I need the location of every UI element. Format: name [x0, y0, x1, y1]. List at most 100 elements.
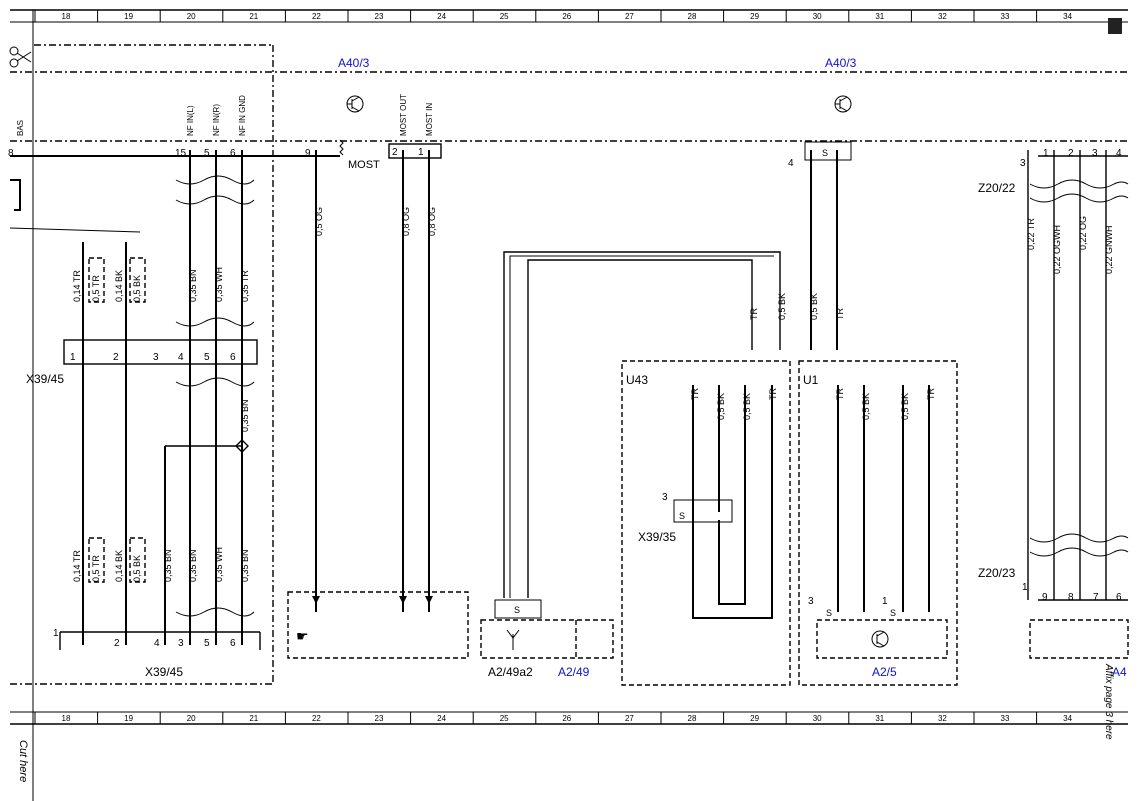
grid-number: 32 [938, 714, 947, 723]
svg-text:0,22 GNWH: 0,22 GNWH [1104, 225, 1114, 274]
svg-text:4: 4 [788, 158, 794, 169]
svg-text:9: 9 [1042, 592, 1048, 603]
svg-text:0,5 TR: 0,5 TR [91, 275, 101, 302]
a40-3-label-right: A40/3 [825, 56, 857, 70]
svg-text:0,5 BK: 0,5 BK [861, 393, 871, 420]
svg-text:0,8 OG: 0,8 OG [401, 207, 411, 236]
svg-text:9: 9 [305, 148, 311, 159]
svg-text:5: 5 [204, 148, 210, 159]
svg-text:6: 6 [230, 148, 236, 159]
svg-text:S: S [890, 608, 896, 618]
grid-number: 24 [437, 714, 446, 723]
pin-name-bas: BAS [16, 120, 25, 136]
grid-number: 29 [750, 714, 759, 723]
svg-text:0,35 BN: 0,35 BN [188, 549, 198, 582]
svg-text:1: 1 [70, 352, 76, 363]
svg-text:2: 2 [1068, 148, 1074, 159]
svg-text:0,35 WH: 0,35 WH [214, 547, 224, 582]
z20-22-label: Z20/22 [978, 181, 1016, 195]
svg-text:3: 3 [808, 596, 814, 607]
grid-number: 27 [625, 12, 634, 21]
grid-number: 34 [1063, 714, 1072, 723]
svg-text:0,14 TR: 0,14 TR [72, 550, 82, 582]
z20-23-label: Z20/23 [978, 566, 1016, 580]
svg-text:0,5 BK: 0,5 BK [777, 293, 787, 320]
svg-text:2: 2 [392, 147, 398, 158]
grid-number: 25 [500, 12, 509, 21]
svg-text:3: 3 [153, 352, 159, 363]
svg-text:S: S [514, 605, 520, 615]
svg-text:3: 3 [1020, 158, 1026, 169]
svg-text:7: 7 [1093, 592, 1099, 603]
svg-text:0,14 BK: 0,14 BK [114, 270, 124, 302]
left-harness [59, 150, 261, 650]
grid-number: 21 [249, 714, 258, 723]
svg-text:0,22 TR: 0,22 TR [1026, 218, 1036, 250]
transistor-icon [871, 630, 889, 648]
connector-x39-45-bottom: X39/45 [145, 665, 183, 679]
grid-number: 34 [1063, 12, 1072, 21]
grid-number: 33 [1001, 714, 1010, 723]
a4-label: A4 [1112, 665, 1127, 679]
grid-number: 23 [375, 714, 384, 723]
svg-text:6: 6 [230, 352, 236, 363]
grid-number: 30 [813, 714, 822, 723]
component-box [287, 591, 469, 659]
a40-3-label-left: A40/3 [338, 56, 370, 70]
svg-text:0,35 BN: 0,35 BN [163, 549, 173, 582]
svg-text:TR: TR [835, 308, 845, 320]
connector-x39-35: X39/35 [638, 530, 676, 544]
u43-label: U43 [626, 373, 648, 387]
svg-text:5: 5 [204, 352, 210, 363]
transistor-icon [834, 95, 852, 113]
corner-marker-icon [1108, 18, 1122, 34]
svg-text:TR: TR [749, 308, 759, 320]
svg-text:0,5 BK: 0,5 BK [809, 293, 819, 320]
grid-number: 29 [750, 12, 759, 21]
pin-name-nf-in-gnd: NF IN GND [238, 95, 247, 136]
svg-text:8: 8 [8, 148, 14, 159]
grid-number: 31 [875, 12, 884, 21]
svg-text:TR: TR [690, 388, 700, 400]
grid-number: 19 [124, 12, 133, 21]
grid-number: 21 [249, 12, 258, 21]
u1-label: U1 [803, 373, 819, 387]
affix-page-text: Affix page 3 here [1103, 663, 1114, 740]
grid-number: 25 [500, 714, 509, 723]
svg-text:S: S [822, 148, 828, 158]
svg-text:1: 1 [418, 147, 424, 158]
svg-text:3: 3 [662, 492, 668, 503]
grid-number: 31 [875, 714, 884, 723]
a2-49a2-label: A2/49a2 [488, 665, 533, 679]
u43-module [621, 360, 791, 686]
svg-text:6: 6 [230, 638, 236, 649]
hand-pointer-icon: ☛ [296, 628, 309, 644]
svg-text:0,35 WH: 0,35 WH [214, 267, 224, 302]
svg-text:4: 4 [178, 352, 184, 363]
svg-text:0,8 OG: 0,8 OG [427, 207, 437, 236]
pin-name-nf-in-r: NF IN(R) [212, 104, 221, 136]
svg-text:1: 1 [53, 628, 59, 639]
grid-number: 20 [187, 714, 196, 723]
svg-text:3: 3 [1092, 148, 1098, 159]
grid-number: 32 [938, 12, 947, 21]
svg-text:6: 6 [1116, 592, 1122, 603]
pin-name-most-out: MOST OUT [399, 94, 408, 136]
a2-49-label: A2/49 [558, 665, 590, 679]
grid-number: 22 [312, 12, 321, 21]
grid-number: 23 [375, 12, 384, 21]
svg-text:0,35 TR: 0,35 TR [240, 270, 250, 302]
svg-text:S: S [679, 511, 685, 521]
svg-text:1: 1 [1022, 582, 1028, 593]
svg-text:0,5 OG: 0,5 OG [314, 207, 324, 236]
pin-name-most-in: MOST IN [425, 103, 434, 136]
svg-text:0,5 TR: 0,5 TR [91, 555, 101, 582]
grid-number: 18 [62, 12, 71, 21]
scissors-icon [9, 46, 32, 68]
grid-number: 26 [562, 12, 571, 21]
grid-number: 26 [562, 714, 571, 723]
svg-text:TR: TR [926, 388, 936, 400]
